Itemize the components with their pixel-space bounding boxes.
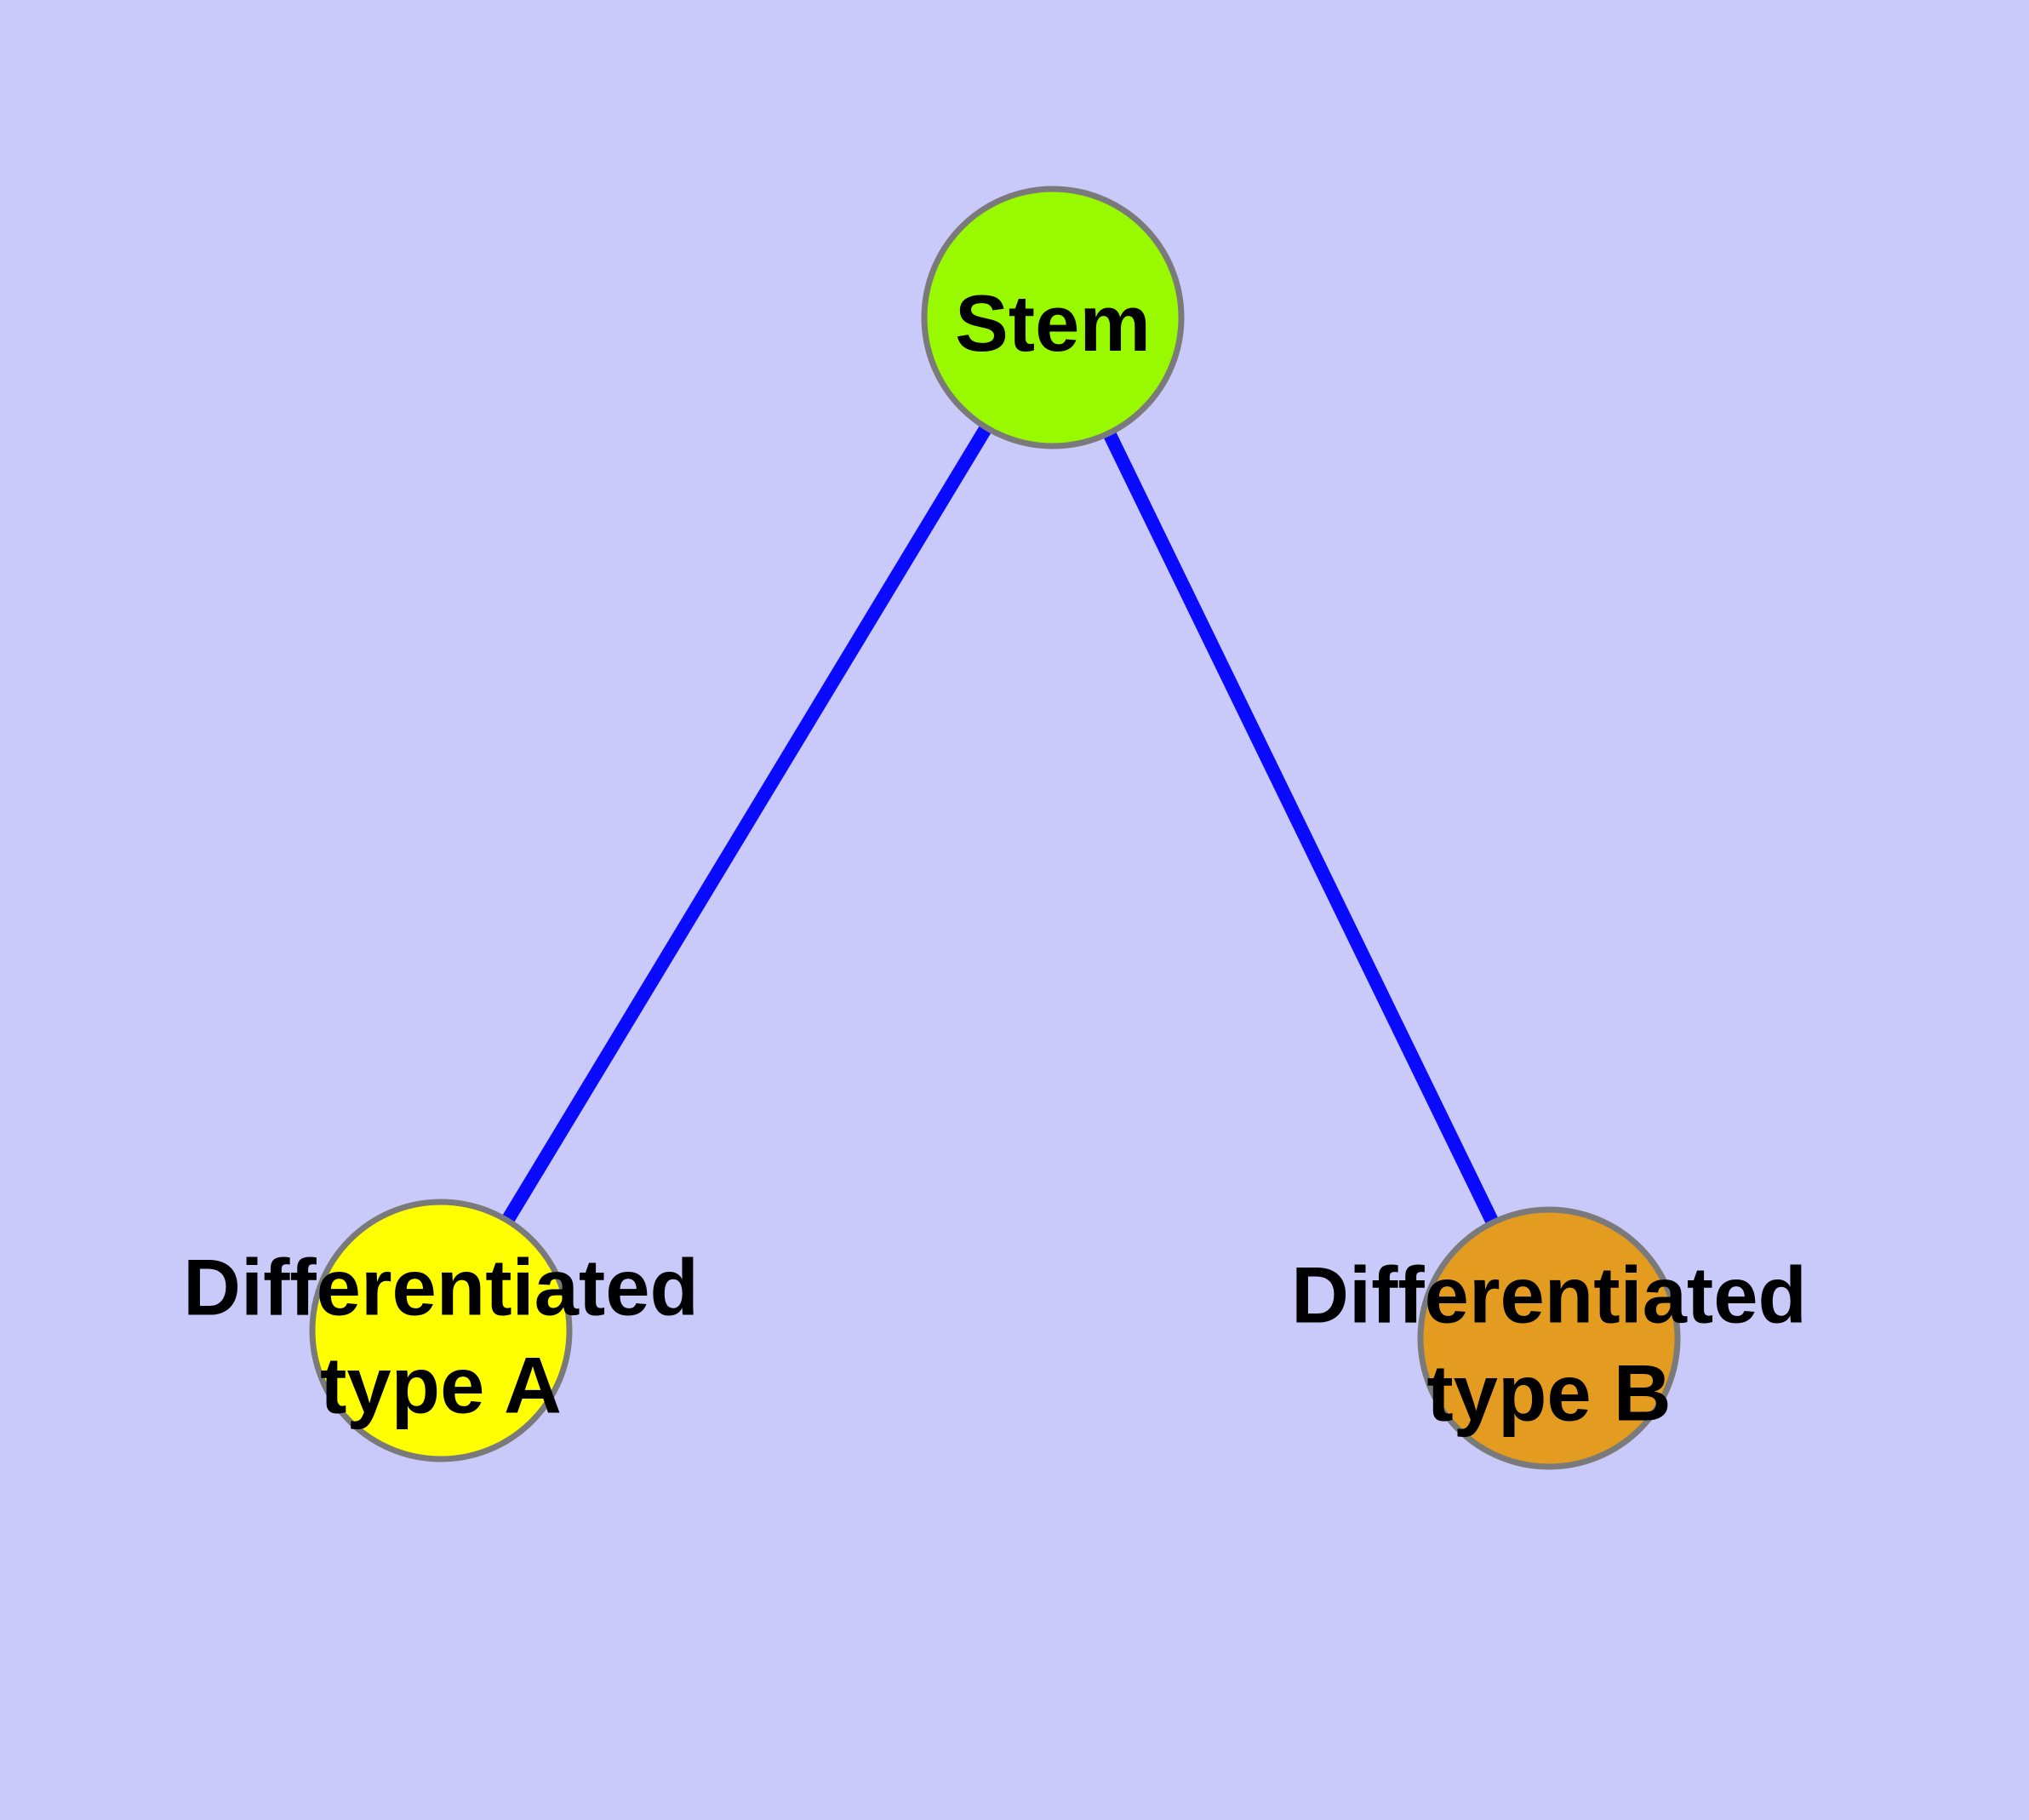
node-diff-type-b-label-line-2: type B <box>1426 1348 1671 1438</box>
node-diff-type-a-label-line-2: type A <box>320 1341 562 1430</box>
edge-stem-to-diff-type-a <box>435 313 1059 1335</box>
node-diff-type-a-label-line-1: Differentiated <box>183 1243 699 1332</box>
node-diff-type-a-circle <box>309 1199 573 1462</box>
node-stem-label-line-1: Stem <box>955 278 1151 368</box>
node-diff-type-b-label-line-1: Differentiated <box>1291 1251 1807 1340</box>
node-stem-label: Stem <box>955 278 1151 368</box>
node-diff-type-b-circle <box>1417 1206 1681 1470</box>
node-stem-circle <box>921 186 1185 449</box>
edge-stem-to-diff-type-b <box>1046 314 1556 1342</box>
node-diff-type-a-label: Differentiated type A <box>183 1243 699 1430</box>
edges-layer <box>435 313 1556 1342</box>
nodes-layer <box>309 186 1681 1470</box>
